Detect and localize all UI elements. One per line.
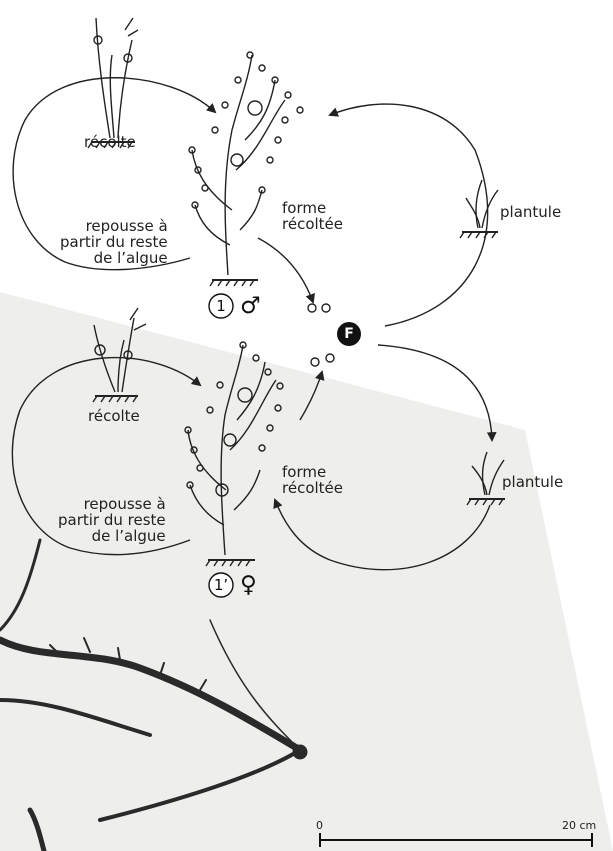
plantlet-label-male: plantule [500,204,561,220]
plantlet-male [460,180,498,238]
fertilization-badge: F [337,322,361,346]
spore [311,358,319,366]
plantlet-to-adult-arrow-male [330,104,488,326]
plantlet-label-female: plantule [502,474,563,490]
spore [322,304,330,312]
cycle-number-female: 1’ [209,577,233,593]
specimen-photo-background [0,292,613,851]
regrowth-label-female: repousse à partir du reste de l’algue [58,496,166,544]
harvest-label-female: récolte [88,408,140,424]
harvested-form-label-male: forme récoltée [282,200,343,232]
scale-bar-end-label: 20 cm [562,820,596,832]
scale-bar-start-label: 0 [316,820,323,832]
spore [326,354,334,362]
regrowth-label-male: repousse à partir du reste de l’algue [60,218,168,266]
harvested-form-plant-male [189,52,303,286]
female-symbol: ♀ [240,574,257,597]
cycle-number-male: 1 [209,298,233,314]
spores-arrow-male [258,238,313,302]
male-cycle [13,18,498,326]
harvested-stub-male [88,18,138,148]
harvest-label-male: récolte [84,134,136,150]
spore [308,304,316,312]
male-symbol: ♂ [240,295,261,318]
harvested-form-label-female: forme récoltée [282,464,343,496]
